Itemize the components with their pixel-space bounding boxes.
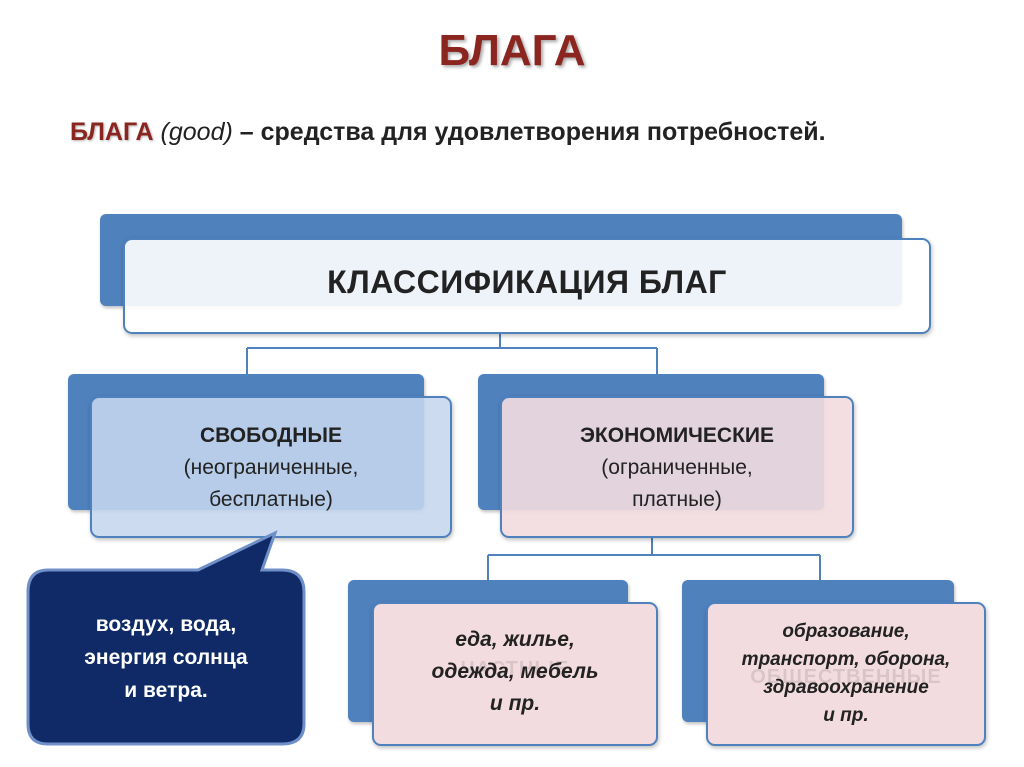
definition-line: БЛАГА (good) – средства для удовлетворен… xyxy=(70,118,826,147)
definition-english: (good) xyxy=(160,118,233,146)
private-goods-line1: еда, жилье, xyxy=(455,628,575,651)
free-goods-heading: СВОБОДНЫЕ xyxy=(200,424,342,447)
free-goods-line1: (неограниченные, xyxy=(183,456,359,479)
free-examples-line1: воздух, вода, xyxy=(95,613,237,636)
economic-goods-line2: платные) xyxy=(632,488,722,511)
page-title: БЛАГА xyxy=(438,26,586,75)
private-goods-box: ЧАСТНЫЕ еда, жилье, одежда, мебель и пр. xyxy=(372,602,658,746)
free-goods-line2: бесплатные) xyxy=(209,488,333,511)
public-goods-ghost-label: ОБЩЕСТВЕННЫЕ xyxy=(750,666,942,688)
economic-goods-line1: (ограниченные, xyxy=(601,456,753,479)
public-goods-box: ОБЩЕСТВЕННЫЕ образование, транспорт, обо… xyxy=(706,602,986,746)
private-goods-line2: одежда, мебель xyxy=(431,660,599,683)
callout-shape xyxy=(26,530,306,746)
public-goods-line1: образование, xyxy=(782,621,910,642)
free-goods-box: СВОБОДНЫЕ (неограниченные, бесплатные) xyxy=(90,396,452,538)
classification-title: КЛАССИФИКАЦИЯ БЛАГ xyxy=(327,264,727,300)
private-goods-line3: и пр. xyxy=(489,692,541,715)
public-goods-line3: здравоохранение xyxy=(763,677,929,698)
public-goods-line2: транспорт, оборона, xyxy=(741,649,951,670)
free-examples-line3: и ветра. xyxy=(124,679,208,702)
public-goods-line4: и пр. xyxy=(823,705,869,726)
definition-term: БЛАГА xyxy=(70,118,154,146)
free-examples-text: воздух, вода, энергия солнца и ветра. xyxy=(28,608,304,707)
definition-text: – средства для удовлетворения потребност… xyxy=(239,118,826,146)
economic-goods-box: ЭКОНОМИЧЕСКИЕ (ограниченные, платные) xyxy=(500,396,854,538)
classification-box: КЛАССИФИКАЦИЯ БЛАГ xyxy=(123,238,931,334)
free-examples-callout xyxy=(26,530,306,746)
private-goods-ghost-label: ЧАСТНЫЕ xyxy=(460,658,570,680)
economic-goods-heading: ЭКОНОМИЧЕСКИЕ xyxy=(579,424,775,447)
free-examples-line2: энергия солнца xyxy=(84,646,248,669)
